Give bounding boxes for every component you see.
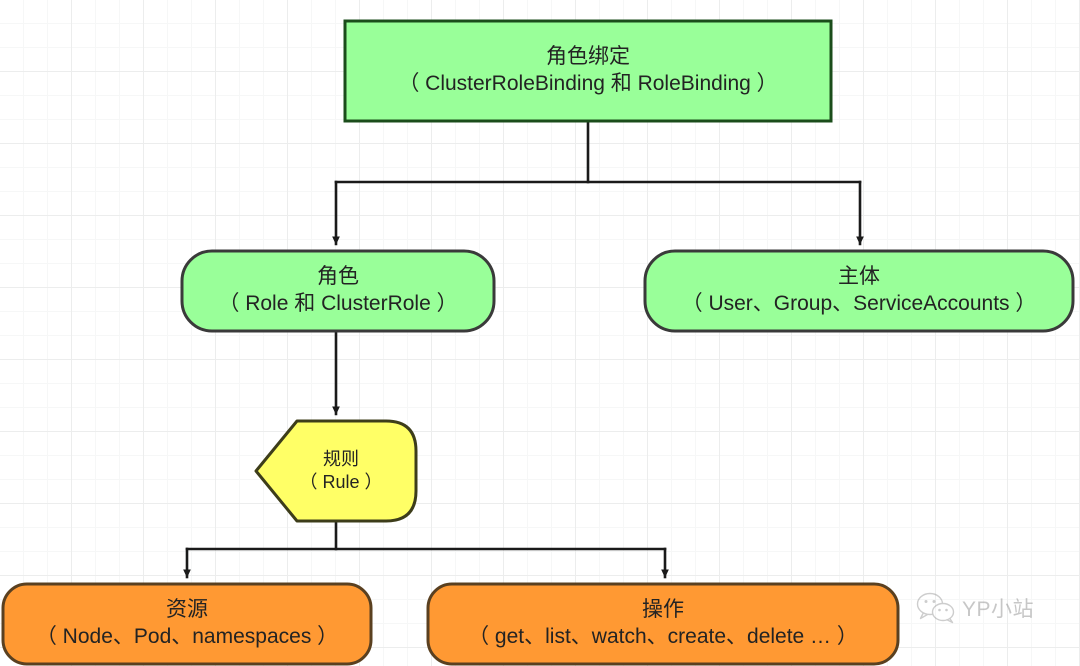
edge-rolebinding-to-children <box>332 119 864 246</box>
node-resource-shape[interactable] <box>1 582 373 666</box>
node-role-binding-shape[interactable] <box>343 19 833 123</box>
watermark-label: YP小站 <box>962 598 1035 621</box>
wechat-icon <box>916 592 956 624</box>
edge-rule-to-children <box>183 519 669 579</box>
watermark: YP小站 <box>916 592 1034 624</box>
node-rule-shape[interactable] <box>254 419 418 523</box>
node-role-shape[interactable] <box>180 249 496 333</box>
node-operation-shape[interactable] <box>426 582 900 666</box>
node-subject-shape[interactable] <box>643 249 1075 333</box>
